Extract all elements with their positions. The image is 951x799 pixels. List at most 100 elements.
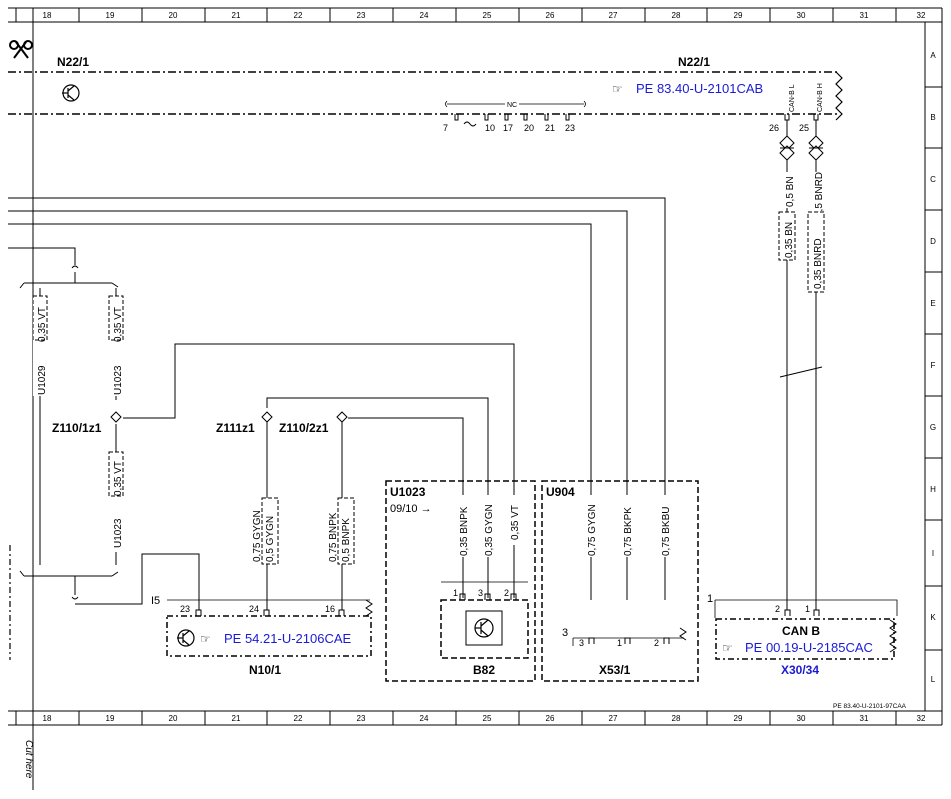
x53-1-connector-label: 3	[562, 627, 568, 639]
col-label: 19	[106, 714, 115, 723]
x53-1-pin: 1	[617, 638, 622, 648]
n10-1-reference-link[interactable]: PE 54.21-U-2106CAE	[224, 631, 352, 646]
wire-label: 0,5 GYGN	[265, 516, 276, 562]
z110-2z1-label: Z110/2z1	[279, 421, 329, 435]
row-label: B	[930, 113, 935, 122]
col-label: 20	[169, 11, 178, 20]
col-label: 26	[546, 11, 555, 20]
col-label: 31	[860, 714, 869, 723]
col-label: 21	[232, 714, 241, 723]
transistor-icon	[177, 629, 195, 647]
x30-34-reference-link[interactable]: PE 00.19-U-2185CAC	[745, 640, 873, 655]
grid-column-labels: 18 19 20 21 22 23 24 25 26 27 28 29 30 3…	[43, 11, 926, 723]
row-label: G	[930, 423, 936, 432]
wire-label: 0,75 BNPK	[328, 512, 339, 562]
wire-sleeve	[337, 497, 355, 565]
nc-label: NC	[507, 102, 517, 109]
wire-label: 0,75 GYGN	[252, 510, 263, 562]
wire-sleeve	[32, 295, 48, 341]
wire-label: 0,35 VT	[510, 505, 521, 540]
wire-sleeve	[108, 451, 124, 497]
x53-1-label: X53/1	[599, 663, 631, 677]
col-label: 18	[43, 11, 52, 20]
row-label: H	[930, 485, 936, 494]
scissors-icon	[9, 40, 33, 59]
b82-label: B82	[473, 663, 495, 677]
wire-label: U1029	[37, 365, 48, 395]
col-label: 21	[232, 11, 241, 20]
col-label: 27	[609, 714, 618, 723]
n22-1-module	[8, 71, 840, 115]
wire-sleeve	[108, 295, 124, 341]
pointing-hand-icon: ☞	[722, 641, 733, 655]
wire-label: 0,5 BNPK	[341, 518, 352, 562]
x53-1-connector	[572, 627, 687, 646]
nc-bracket	[445, 100, 586, 108]
z110-1z1-label: Z110/1z1	[52, 421, 102, 435]
x30-34-connector	[714, 599, 898, 660]
row-label: K	[930, 613, 936, 622]
col-label: 28	[672, 11, 681, 20]
transistor-icon	[62, 84, 80, 102]
col-label: 30	[797, 11, 806, 20]
col-label: 25	[483, 11, 492, 20]
n22-1-pin: 17	[503, 123, 513, 133]
wire-label: 0,35 BNPK	[459, 506, 470, 556]
z111z1-label: Z111z1	[216, 421, 255, 435]
row-label: A	[930, 51, 936, 60]
n10-1-pin: 23	[180, 604, 190, 614]
n22-1-reference-link[interactable]: PE 83.40-U-2101CAB	[636, 81, 763, 96]
col-label: 29	[734, 11, 743, 20]
u1023-date-label: 09/10 →	[390, 503, 432, 515]
twisted-pair-icon	[779, 135, 824, 161]
n10-1-label: N10/1	[249, 663, 281, 677]
wire-sleeve	[807, 211, 825, 293]
wire-label: 0,35 BNRD	[813, 238, 824, 289]
wire-label: 0,35 VT	[113, 461, 124, 496]
wire-sleeve	[261, 497, 279, 565]
b82-pin: 2	[504, 588, 509, 598]
b82-sensor	[440, 581, 529, 659]
pointing-hand-icon: ☞	[612, 82, 623, 96]
wire-label: 0,5 BNRD	[814, 172, 825, 217]
b82-pin: 3	[478, 588, 483, 598]
col-label: 24	[420, 11, 429, 20]
col-label: 29	[734, 714, 743, 723]
wire-label: 0,35 BN	[784, 222, 795, 258]
grid-row-ticks	[925, 86, 942, 651]
row-label: E	[930, 299, 935, 308]
col-label: 18	[43, 714, 52, 723]
n22-1-pin: 20	[524, 123, 534, 133]
x30-34-connector-label: 1	[707, 593, 713, 605]
col-label: 32	[917, 11, 926, 20]
n22-1-right-label: N22/1	[678, 55, 710, 69]
u1023-box-label: U1023	[390, 485, 426, 499]
diagram-frame	[8, 7, 943, 790]
n10-1-connector-label: I5	[151, 595, 160, 607]
row-label: C	[930, 175, 936, 184]
wire-label: 0,75 BKBU	[661, 507, 672, 556]
col-label: 32	[917, 714, 926, 723]
n22-1-pin: 7	[443, 123, 448, 133]
col-label: 23	[357, 11, 366, 20]
x53-1-pin: 3	[579, 638, 584, 648]
u904-box-label: U904	[546, 485, 575, 499]
x30-34-label[interactable]: X30/34	[781, 663, 819, 677]
x30-34-pin: 1	[805, 604, 810, 614]
wire-label: 0,35 GYGN	[484, 504, 495, 556]
col-label: 25	[483, 714, 492, 723]
can-b-label: CAN B	[782, 624, 820, 638]
n22-1-pin-stubs	[454, 114, 570, 127]
grid-column-ticks	[15, 8, 897, 725]
splice-icon	[110, 411, 348, 423]
can-l-label: CAN-B L	[789, 84, 796, 112]
x30-34-pin: 2	[775, 604, 780, 614]
b82-pin: 1	[453, 588, 458, 598]
n10-1-module	[166, 599, 373, 657]
row-label: I	[932, 549, 934, 558]
row-label: F	[931, 361, 936, 370]
wire-label: 0,75 BKPK	[623, 507, 634, 556]
wire-label: 0,75 GYGN	[587, 504, 598, 556]
n22-1-left-label: N22/1	[57, 55, 89, 69]
